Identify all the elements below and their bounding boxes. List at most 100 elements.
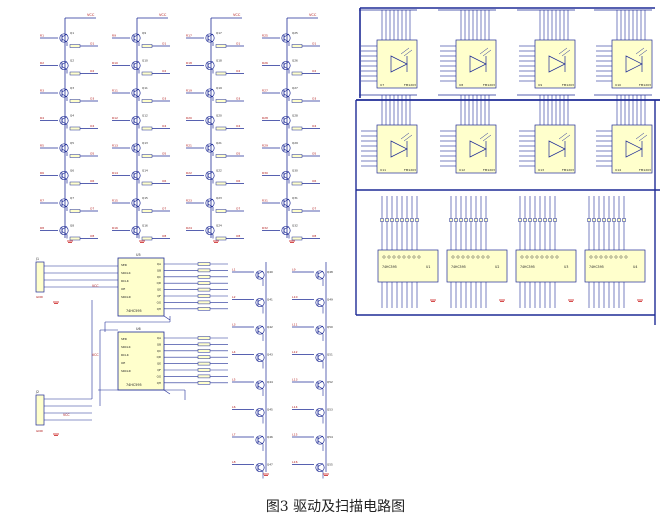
designator: Q50 [327, 325, 333, 329]
transistor-symbol [255, 270, 265, 280]
resistor [617, 218, 621, 222]
transistor-collector [61, 88, 68, 93]
transistor-body [281, 88, 291, 98]
transistor-collector [61, 143, 68, 148]
designator: Q25 [292, 31, 298, 35]
ic-pin-dot [417, 255, 421, 259]
designator: Q24 [216, 224, 222, 228]
transistor-emitter [207, 66, 214, 70]
designator: Q23 [216, 196, 222, 200]
transistor-symbol [131, 60, 141, 71]
ic-pin-label: QF [157, 368, 161, 372]
transistor-symbol [281, 88, 291, 98]
led-diode-icon [625, 55, 643, 73]
net-label: R2 [40, 61, 44, 65]
transistor-body [131, 33, 141, 43]
transistor-body [281, 115, 291, 126]
transistor-collector [207, 226, 214, 230]
transistor-body [131, 198, 141, 208]
module-designator: U9 [538, 83, 542, 87]
net-label: R10 [112, 61, 118, 65]
transistor-collector [257, 408, 264, 412]
resistor [548, 218, 552, 222]
designator: Q17 [216, 31, 222, 35]
designator: Q20 [216, 114, 222, 118]
transistor-collector [283, 61, 290, 65]
designator: Q8 [70, 224, 74, 228]
ic-pin-label: QE [157, 288, 161, 292]
transistor-emitter [133, 38, 140, 43]
transistor-body [255, 325, 265, 335]
transistor-symbol [315, 435, 325, 445]
resistor [215, 99, 227, 103]
transistor-emitter [317, 275, 324, 280]
transistor-emitter [61, 93, 68, 98]
net-label: L16 [292, 460, 298, 464]
transistor-body [255, 297, 265, 308]
led-arrow-icon [400, 132, 410, 140]
resistor [385, 218, 389, 222]
transistor-emitter [283, 176, 290, 180]
net-label: R25 [262, 34, 268, 38]
ic-pin-label: SRCLR [121, 295, 131, 299]
transistor-collector [317, 353, 324, 357]
resistor [197, 262, 211, 266]
transistor-emitter [61, 231, 68, 235]
transistor-symbol [131, 198, 141, 208]
designator: Q7 [70, 196, 74, 200]
transistor-collector [257, 353, 264, 357]
led-arrow-icon [403, 134, 413, 142]
ic-designator: U4 [633, 265, 637, 269]
transistor-emitter [283, 203, 290, 208]
resistor [400, 218, 404, 222]
module-designator: U14 [615, 168, 621, 172]
designator: Q42 [267, 325, 273, 329]
led-diode-icon [469, 55, 487, 73]
net-label: L10 [292, 295, 298, 299]
transistor-body [131, 60, 141, 71]
transistor-symbol [59, 198, 69, 208]
ic-part-label: 74HC595 [520, 265, 535, 269]
resistor [141, 99, 153, 103]
transistor-collector [61, 61, 68, 65]
resistor [197, 300, 211, 305]
resistor [553, 218, 557, 222]
driver-ic [377, 249, 439, 283]
transistor-emitter [207, 231, 214, 235]
transistor-emitter [61, 66, 68, 70]
transistor-symbol [315, 297, 325, 308]
transistor-body [315, 270, 325, 280]
transistor-emitter [257, 440, 264, 445]
transistor-collector [207, 61, 214, 65]
transistor-emitter [207, 176, 214, 180]
ic-pin-label: QD [157, 281, 161, 285]
ic-pin-label: OE [121, 287, 125, 291]
net-label: R29 [262, 144, 268, 148]
ic-pin-dot [599, 255, 603, 259]
transistor-body [315, 325, 325, 335]
transistor-body [59, 225, 69, 236]
module-part-label: FM1203 [483, 168, 495, 172]
net-label: O2 [236, 69, 240, 73]
designator: Q54 [327, 435, 333, 439]
transistor-symbol [281, 115, 291, 126]
transistor-emitter [207, 93, 214, 98]
transistor-collector [61, 33, 68, 38]
transistor-collector [317, 380, 324, 385]
designator: Q32 [292, 224, 298, 228]
resistor [291, 126, 303, 131]
resistor [415, 218, 419, 222]
designator: Q14 [142, 169, 148, 173]
net-label: R18 [186, 61, 192, 65]
transistor-collector [207, 171, 214, 175]
transistor-collector [133, 171, 140, 175]
resistor [197, 361, 211, 366]
ic-pin-label: QC [157, 349, 161, 353]
ic-pin-dot [624, 255, 628, 259]
resistor [291, 99, 303, 103]
ic-pin-label: QB [157, 342, 161, 346]
ic-pin-label: RCLK [121, 279, 130, 283]
designator: Q13 [142, 141, 148, 145]
ic-designator: U6 [136, 327, 141, 331]
